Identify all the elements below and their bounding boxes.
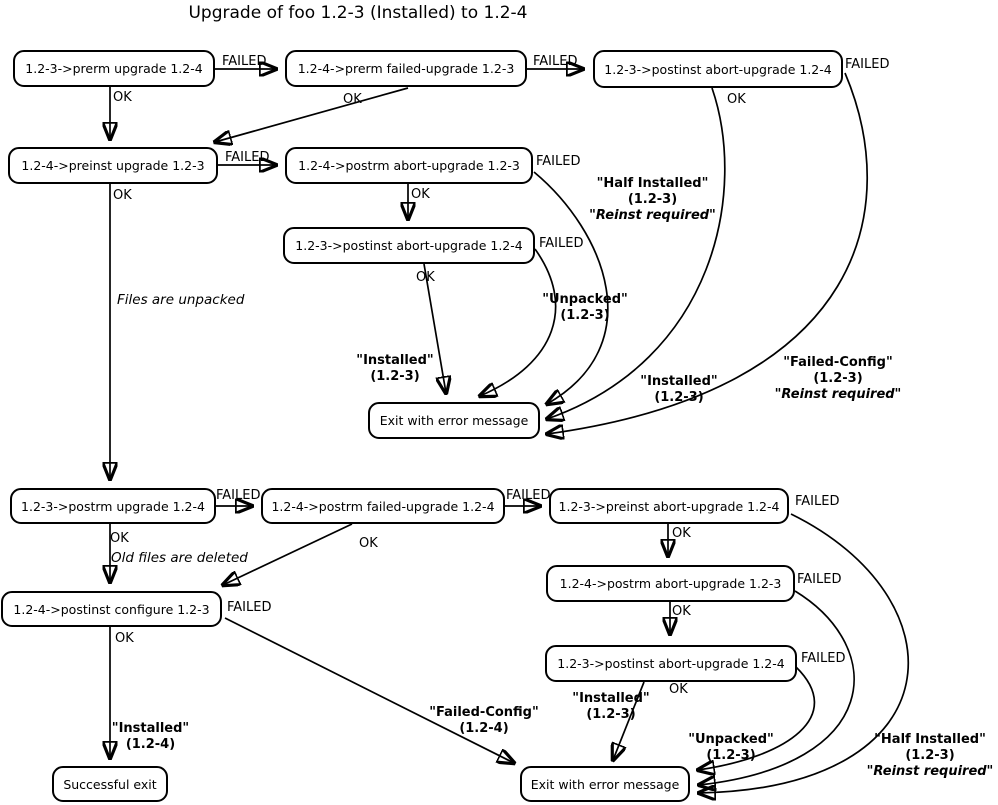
- edge-label-ok: OK: [113, 90, 132, 105]
- annotation-unpacked-bottom: "Unpacked" (1.2-3): [683, 732, 779, 764]
- annotation-note: "Reinst required": [866, 764, 994, 779]
- annotation-failed-config-top: "Failed-Config" (1.2-3) "Reinst required…: [768, 355, 908, 403]
- node-postinst-abort-upgrade-mid: 1.2-3->postinst abort-upgrade 1.2-4: [283, 227, 535, 264]
- annotation-version: (1.2-3): [627, 192, 678, 207]
- annotation-installed-bottom-mid: "Installed" (1.2-3): [565, 691, 657, 723]
- annotation-version: (1.2-3): [813, 371, 863, 386]
- node-postinst-configure: 1.2-4->postinst configure 1.2-3: [1, 591, 222, 627]
- edge-label-failed: FAILED: [801, 651, 846, 666]
- edge-label-failed: FAILED: [845, 57, 890, 72]
- node-prerm-failed-upgrade: 1.2-4->prerm failed-upgrade 1.2-3: [285, 50, 527, 87]
- annotation-state: "Failed-Config": [429, 705, 539, 720]
- edge-label-ok: OK: [411, 187, 430, 202]
- edge-postinstabortbot-failed-to-exit2: [698, 666, 816, 770]
- annotation-state: "Installed": [572, 691, 650, 706]
- diagram-title: Upgrade of foo 1.2-3 (Installed) to 1.2-…: [188, 3, 528, 23]
- annotation-state: "Half Installed": [596, 176, 709, 191]
- annotation-installed-mid-left: "Installed" (1.2-3): [350, 353, 440, 385]
- annotation-version: (1.2-4): [459, 721, 509, 736]
- edge-label-failed: FAILED: [506, 488, 551, 503]
- edge-postrmabortbot-failed-to-exit2: [699, 590, 855, 785]
- annotation-state: "Installed": [111, 721, 190, 736]
- annotation-state: "Installed": [356, 353, 434, 368]
- edge-postinstabortmid-failed-to-exit1: [480, 248, 557, 396]
- edge-label-failed: FAILED: [797, 572, 842, 587]
- node-preinst-abort-upgrade: 1.2-3->preinst abort-upgrade 1.2-4: [549, 488, 789, 524]
- edge-postinstabortmid-ok-to-exit1: [423, 263, 446, 393]
- node-postrm-failed-upgrade: 1.2-4->postrm failed-upgrade 1.2-4: [261, 488, 505, 524]
- annotation-version: (1.2-3): [370, 369, 420, 384]
- edge-label-ok: OK: [359, 536, 378, 551]
- annotation-half-installed-bottom: "Half Installed" (1.2-3) "Reinst require…: [862, 732, 998, 780]
- annotation-half-installed-top: "Half Installed" (1.2-3) "Reinst require…: [565, 176, 740, 224]
- node-successful-exit: Successful exit: [52, 766, 168, 802]
- edge-postrmabortmid-failed-to-exit1: [533, 171, 609, 404]
- annotation-state: "Half Installed": [874, 732, 986, 747]
- edge-label-ok: OK: [672, 604, 691, 619]
- edge-postinstaborttop-failed-to-exit1: [547, 72, 868, 434]
- edge-preinstabort-failed-to-exit2: [699, 513, 909, 793]
- annotation-state: "Failed-Config": [783, 355, 893, 370]
- node-exit-error-1: Exit with error message: [368, 402, 540, 439]
- edge-label-ok: OK: [416, 270, 435, 285]
- edge-label-ok: OK: [669, 682, 688, 697]
- annotation-version: (1.2-3): [560, 308, 610, 323]
- edge-label-failed: FAILED: [227, 600, 272, 615]
- edge-postinstaborttop-ok-to-exit1: [547, 87, 726, 419]
- annotation-unpacked-top: "Unpacked" (1.2-3): [535, 292, 635, 324]
- node-postinst-abort-upgrade-bot: 1.2-3->postinst abort-upgrade 1.2-4: [545, 645, 797, 682]
- annotation-state: "Unpacked": [542, 292, 628, 307]
- edge-label-ok: OK: [343, 92, 362, 107]
- annotation-note: "Reinst required": [774, 387, 902, 402]
- edge-label-failed: FAILED: [216, 488, 261, 503]
- edge-label-ok: OK: [110, 531, 129, 546]
- annotation-state: "Unpacked": [688, 732, 774, 747]
- note-files-unpacked: Files are unpacked: [117, 292, 245, 308]
- annotation-version: (1.2-3): [905, 748, 955, 763]
- annotation-installed-bottom-left: "Installed" (1.2-4): [103, 721, 198, 753]
- edge-prermfailed-ok-to-preinst: [215, 87, 409, 142]
- annotation-state: "Installed": [640, 374, 718, 389]
- annotation-version: (1.2-3): [586, 707, 636, 722]
- edge-postrmfailed-ok-to-configure: [223, 523, 353, 585]
- annotation-version: (1.2-3): [654, 390, 704, 405]
- edge-configure-failed-to-exit2: [224, 617, 514, 763]
- node-postrm-abort-upgrade-mid: 1.2-4->postrm abort-upgrade 1.2-3: [285, 147, 533, 184]
- edge-label-failed: FAILED: [795, 494, 840, 509]
- node-prerm-upgrade: 1.2-3->prerm upgrade 1.2-4: [13, 50, 215, 87]
- edge-label-ok: OK: [727, 92, 746, 107]
- edge-label-failed: FAILED: [222, 54, 267, 69]
- edge-label-failed: FAILED: [536, 154, 581, 169]
- note-old-files-deleted: Old files are deleted: [111, 550, 248, 566]
- annotation-installed-mid-right: "Installed" (1.2-3): [633, 374, 725, 406]
- annotation-version: (1.2-3): [706, 748, 756, 763]
- node-postinst-abort-upgrade-top: 1.2-3->postinst abort-upgrade 1.2-4: [593, 50, 843, 88]
- node-exit-error-2: Exit with error message: [520, 766, 690, 802]
- edge-label-ok: OK: [113, 188, 132, 203]
- edge-label-failed: FAILED: [533, 54, 578, 69]
- annotation-failed-config-bottom: "Failed-Config" (1.2-4): [428, 705, 540, 737]
- node-preinst-upgrade: 1.2-4->preinst upgrade 1.2-3: [8, 147, 218, 184]
- annotation-version: (1.2-4): [125, 737, 176, 752]
- edge-label-failed: FAILED: [225, 150, 270, 165]
- edge-label-ok: OK: [672, 526, 691, 541]
- edge-postinstabortbot-ok-to-exit2: [613, 681, 645, 760]
- edge-label-ok: OK: [115, 631, 134, 646]
- annotation-note: "Reinst required": [589, 208, 716, 223]
- edge-label-failed: FAILED: [539, 236, 584, 251]
- node-postrm-upgrade: 1.2-3->postrm upgrade 1.2-4: [10, 488, 216, 524]
- node-postrm-abort-upgrade-bot: 1.2-4->postrm abort-upgrade 1.2-3: [546, 565, 795, 602]
